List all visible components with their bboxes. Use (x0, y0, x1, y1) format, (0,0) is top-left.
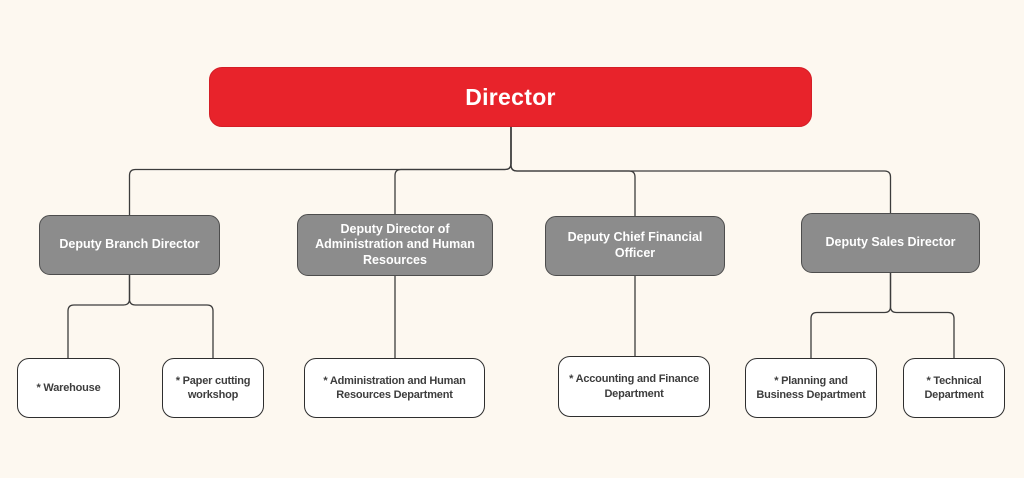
org-node-deputy-sales: Deputy Sales Director (801, 213, 980, 273)
org-node-admin-hr-department: * Administration and Human Resources Dep… (304, 358, 485, 418)
org-node-paper-cutting-workshop-label: * Paper cutting workshop (175, 374, 251, 401)
org-node-deputy-admin-hr: Deputy Director of Administration and Hu… (297, 214, 493, 276)
org-node-deputy-sales-label: Deputy Sales Director (825, 235, 956, 250)
org-node-planning-business-department-label: * Planning and Business Department (756, 374, 866, 401)
connector-branch-warehouse (67, 274, 131, 359)
connector-director-sales (510, 126, 892, 214)
connector-director-branch (128, 126, 512, 216)
org-node-deputy-admin-hr-label: Deputy Director of Administration and Hu… (315, 221, 475, 267)
connector-director-adminhr (394, 126, 512, 215)
org-node-warehouse: * Warehouse (17, 358, 120, 418)
org-node-deputy-cfo-label: Deputy Chief Financial Officer (567, 230, 703, 260)
org-node-technical-department-label: * Technical Department (924, 374, 984, 401)
org-node-accounting-finance-department: * Accounting and Finance Department (558, 356, 710, 417)
connector-sales-technical (889, 272, 955, 359)
org-node-director: Director (209, 67, 812, 127)
connector-director-cfo (510, 126, 636, 217)
org-node-technical-department: * Technical Department (903, 358, 1005, 418)
connector-sales-planning (810, 272, 892, 359)
org-node-director-label: Director (465, 83, 556, 110)
org-node-warehouse-label: * Warehouse (36, 381, 101, 394)
org-node-planning-business-department: * Planning and Business Department (745, 358, 877, 418)
org-node-deputy-cfo: Deputy Chief Financial Officer (545, 216, 725, 276)
connector-branch-papercutting (128, 274, 214, 359)
org-node-paper-cutting-workshop: * Paper cutting workshop (162, 358, 264, 418)
org-node-admin-hr-department-label: * Administration and Human Resources Dep… (323, 374, 466, 401)
org-node-accounting-finance-department-label: * Accounting and Finance Department (569, 373, 699, 400)
org-node-deputy-branch-director-label: Deputy Branch Director (59, 237, 200, 252)
org-node-deputy-branch-director: Deputy Branch Director (39, 215, 220, 275)
